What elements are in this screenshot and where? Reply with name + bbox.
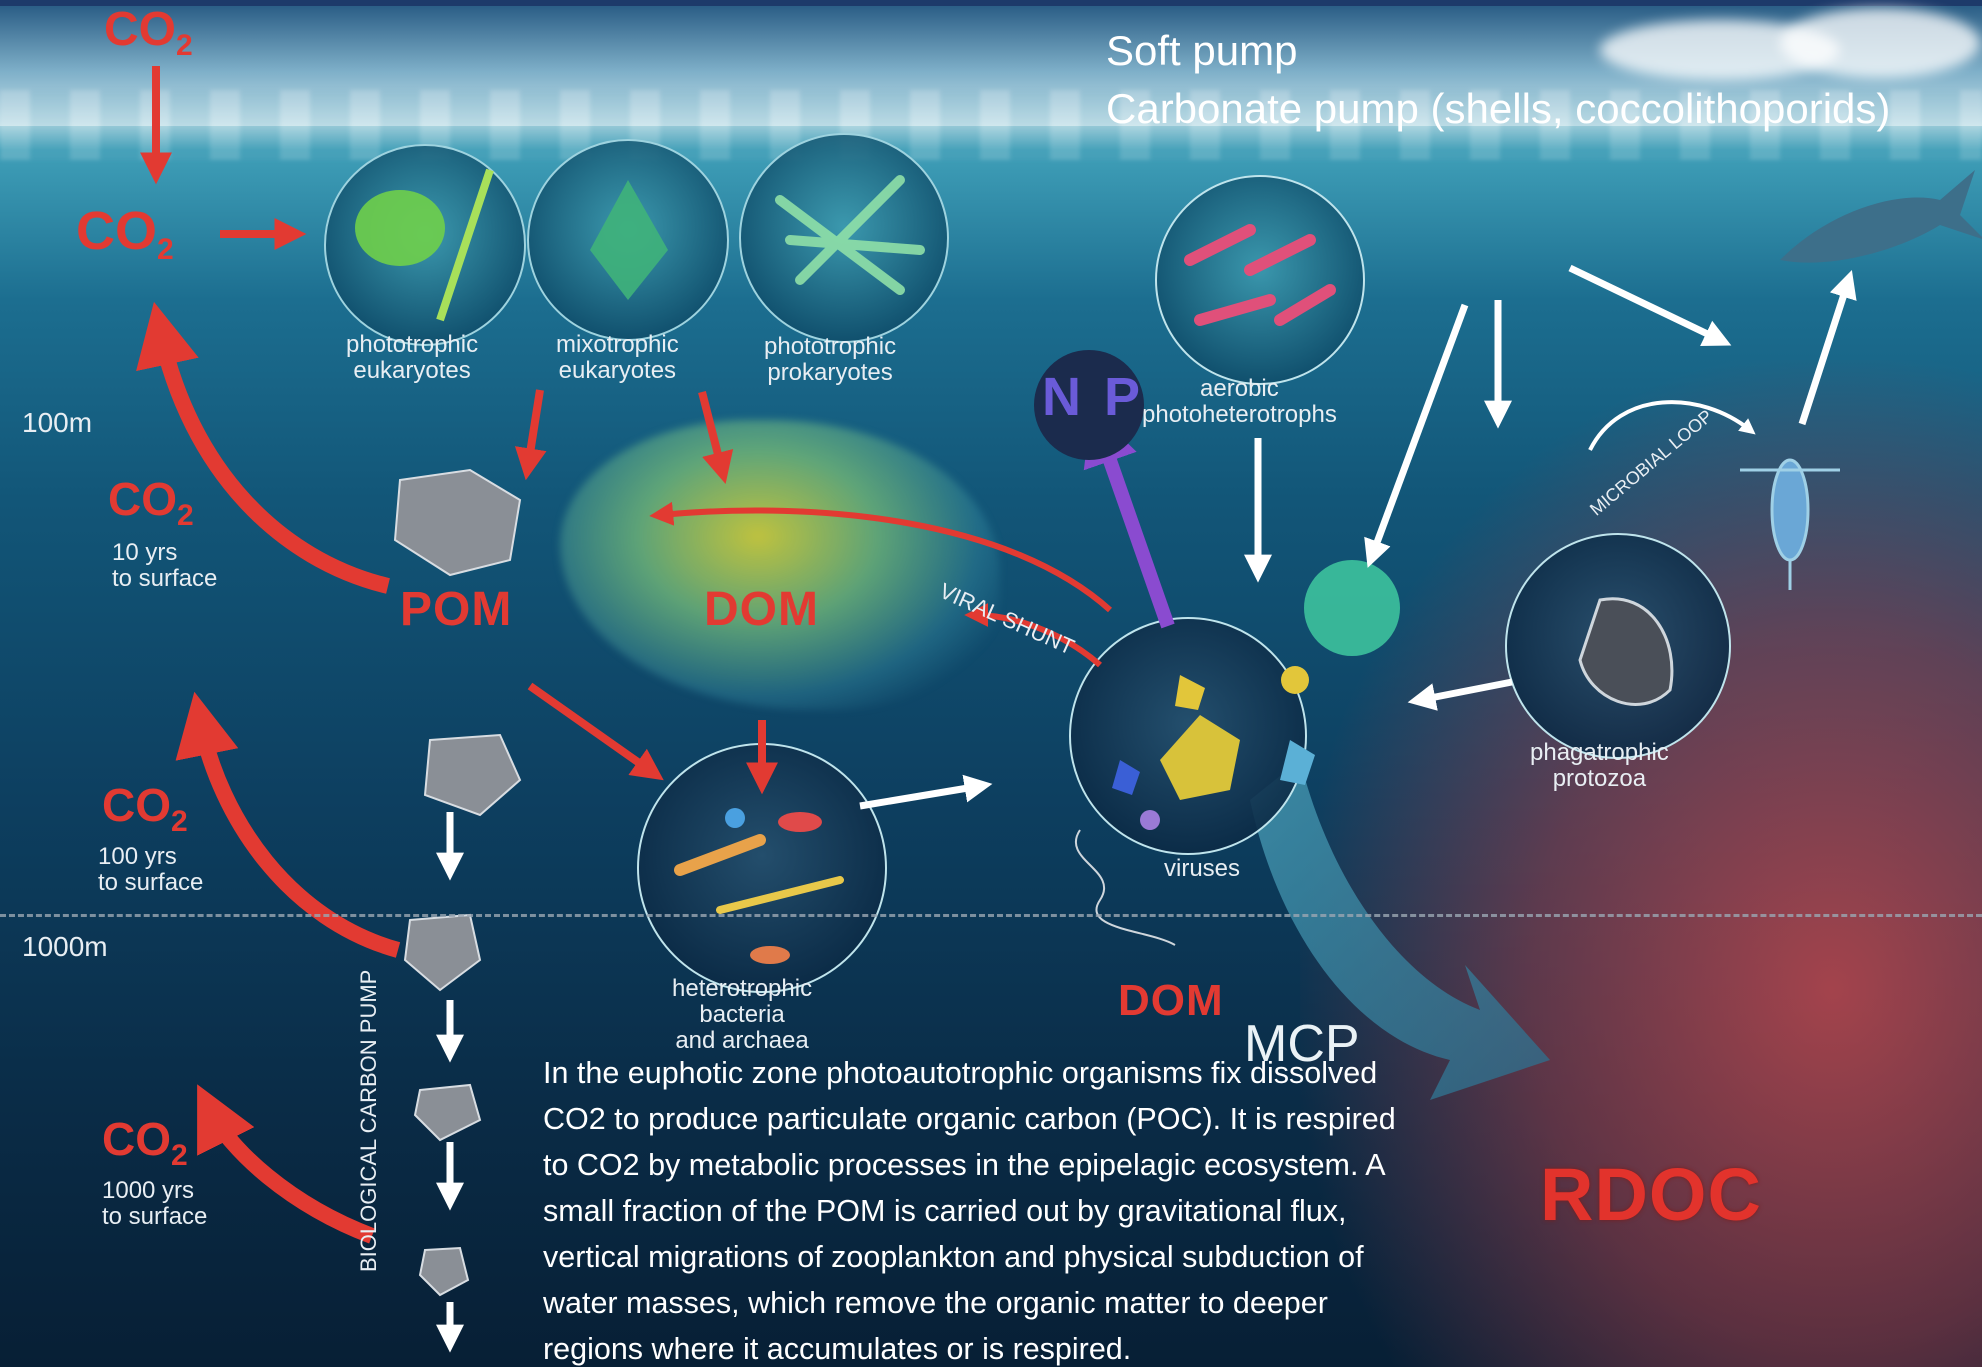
co2-label-top: CO2 <box>104 3 193 62</box>
label-viruses: viruses <box>1164 855 1241 882</box>
co2-return-1000yrs-arrow <box>197 1084 375 1244</box>
dom-cloud <box>560 420 1000 710</box>
rdoc-glow <box>1300 360 1982 1367</box>
rdoc-label: RDOC <box>1540 1153 1762 1236</box>
aerobic-photoheterotrophs-bubble <box>1155 175 1365 385</box>
carbonate-pump-title: Carbonate pump (shells, coccolithoporids… <box>1106 85 1891 132</box>
eukaryote-cell <box>355 190 445 266</box>
paragraph-line: water masses, which remove the organic m… <box>543 1286 1328 1320</box>
pom-label: POM <box>400 583 513 636</box>
paragraph-line: In the euphotic zone photoautotrophic or… <box>543 1056 1378 1090</box>
pom-to-bacteria-arrow <box>527 682 664 781</box>
np-arrow <box>1083 408 1175 629</box>
protozoa-body <box>1578 597 1674 706</box>
paragraph-line: regions where it accumulates or is respi… <box>543 1332 1132 1366</box>
mixotroph-cell <box>590 180 668 300</box>
dom-label-upper: DOM <box>704 583 819 636</box>
paragraph-line: to CO2 by metabolic processes in the epi… <box>543 1148 1386 1182</box>
dom-label-lower: DOM <box>1118 976 1224 1025</box>
co2-label-1000yrs: CO2 <box>102 1113 188 1172</box>
zooplankton-to-fish-arrow <box>1798 270 1857 426</box>
algae-to-green-cell-arrow <box>1364 303 1469 568</box>
depth-label-100m: 100m <box>22 407 93 438</box>
euk-to-pom-arrow <box>514 389 547 481</box>
explanation-paragraph: In the euphotic zone photoautotrophic or… <box>543 1050 1543 1367</box>
bacteria-to-viruses-arrow <box>859 774 993 810</box>
np-nutrient-circle <box>1034 350 1144 460</box>
paragraph-line: small fraction of the POM is carried out… <box>543 1194 1347 1228</box>
fish <box>1780 170 1982 263</box>
green-algae-cell <box>1304 560 1400 656</box>
pom-particles <box>393 468 522 1297</box>
co2-label-10yrs: CO2 <box>108 473 194 532</box>
prokaryote-filaments <box>775 175 925 295</box>
np-label: N P <box>1042 367 1145 427</box>
dom-to-pom-arrow <box>649 501 1113 613</box>
co2-return-100yrs-arrow <box>175 691 401 958</box>
viral-shunt-arrow <box>964 603 1102 668</box>
paragraph-line: CO2 to produce particulate organic carbo… <box>543 1102 1396 1136</box>
mcp-label: MCP <box>1244 1015 1360 1073</box>
aerobic-rods <box>1184 224 1336 326</box>
cloud <box>1780 8 1980 78</box>
co2-label-surface: CO2 <box>76 201 174 266</box>
biological-carbon-pump-label: BIOLOGICAL CARBON PUMP <box>356 969 381 1272</box>
depth-line-1000m <box>0 914 1982 917</box>
eukaryote-chain <box>436 168 494 322</box>
bacteria-doodles <box>674 808 844 964</box>
zooplankton <box>1740 458 1840 590</box>
paragraph-line: vertical migrations of zooplankton and p… <box>543 1240 1364 1274</box>
virus-particles <box>1112 666 1315 830</box>
depth-label-1000m: 1000m <box>22 931 108 962</box>
mcp-arrow <box>1250 760 1550 1100</box>
protozoa-to-viruses-arrow <box>1407 678 1513 711</box>
mixo-to-dom-arrow <box>698 391 734 484</box>
top-band <box>0 0 1982 6</box>
algae-to-protozoa-arrow <box>1568 264 1732 346</box>
co2-label-100yrs: CO2 <box>102 779 188 838</box>
microbial-loop-arrow <box>1588 400 1756 451</box>
sea-surface <box>0 90 1982 160</box>
virus-tail-line <box>1074 829 1176 946</box>
pump-header: Soft pump Carbonate pump (shells, coccol… <box>1106 22 1890 138</box>
soft-pump-title: Soft pump <box>1106 27 1298 74</box>
co2-return-10yrs-arrow <box>136 301 390 594</box>
